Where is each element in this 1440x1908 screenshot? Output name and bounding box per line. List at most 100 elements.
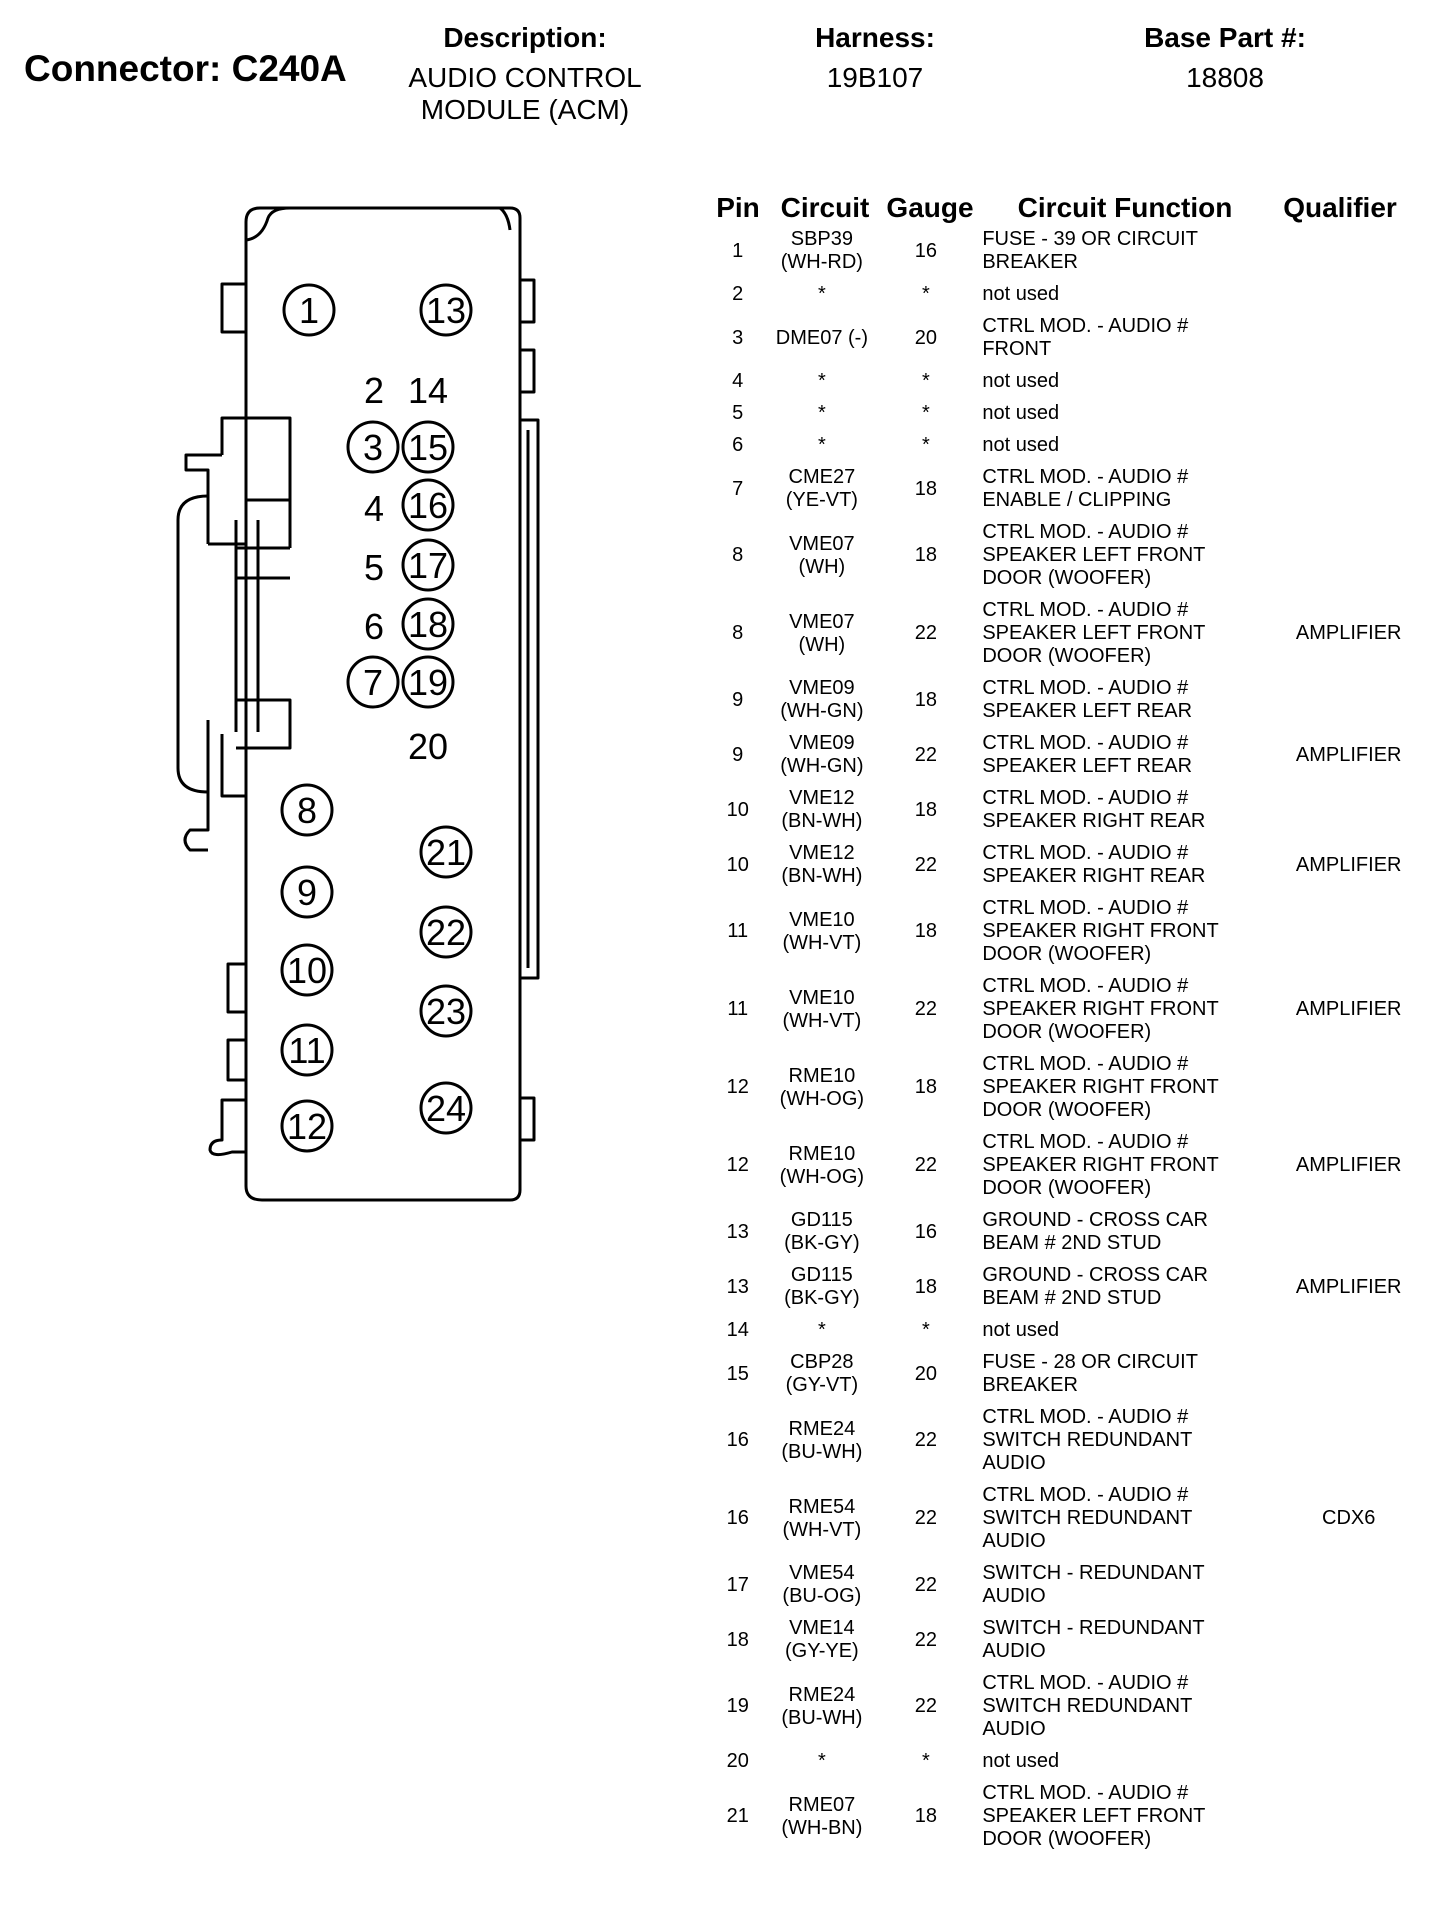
circuit-function-cell: not used (975, 283, 1279, 306)
circuit-cell-line: (BU-OG) (782, 1585, 862, 1607)
gauge-cell: 22 (914, 1628, 937, 1651)
pin-cell: 7 (732, 477, 744, 500)
pin-circle (419, 905, 473, 959)
circuit-function-cell-line: SPEAKER RIGHT FRONT (982, 1076, 1219, 1098)
pin-cell: 3 (732, 326, 744, 349)
circuit-function-cell-line: AUDIO (982, 1530, 1046, 1552)
pin-cell: 11 (727, 998, 749, 1020)
gauge-cell: * (921, 1319, 930, 1341)
pin-circle (280, 783, 334, 837)
circuit-cell-line: RME07 (788, 1793, 856, 1816)
circuit-cell-line: (WH-VT) (782, 931, 862, 954)
table-row: 2**not used (708, 283, 1418, 306)
circuit-cell-line: (BN-WH) (781, 810, 863, 832)
pin-15-cavity: 15 (401, 420, 455, 474)
table-row: 20**not used (708, 1750, 1418, 1773)
circuit-function-cell-line: CTRL MOD. - AUDIO # (982, 599, 1189, 621)
circuit-function-cell-line: CTRL MOD. - AUDIO # (982, 1782, 1189, 1804)
circuit-cell-line: (WH-OG) (779, 1087, 865, 1110)
circuit-cell-line: * (817, 402, 826, 424)
column-header-qualifier: Qualifier (1283, 192, 1397, 223)
column-header-pin: Pin (716, 192, 760, 223)
circuit-cell-line: (WH-VT) (782, 1009, 862, 1032)
pin-cell: 2 (732, 283, 744, 305)
table-row: 14**not used (708, 1319, 1418, 1342)
pin-cell: 13 (726, 1220, 749, 1243)
gauge-cell: 22 (914, 1695, 937, 1717)
connector-housing-outline (176, 206, 540, 1202)
circuit-cell: * (767, 283, 876, 306)
circuit-cell: DME07 (-) (767, 327, 876, 350)
harness-label: Harness: (815, 22, 935, 53)
circuit-cell: * (767, 402, 876, 425)
circuit-function-cell: CTRL MOD. - AUDIO #ENABLE / CLIPPING (975, 466, 1279, 512)
circuit-cell-line: VME07 (789, 610, 855, 633)
pin-cell: 16 (726, 1507, 749, 1529)
circuit-cell-line: (WH-BN) (781, 1816, 863, 1839)
circuit-function-cell-line: CTRL MOD. - AUDIO # (982, 1484, 1189, 1506)
circuit-function-cell-line: FUSE - 39 OR CIRCUIT (982, 228, 1198, 250)
pin-number-label: 12 (287, 1106, 327, 1147)
circuit-cell-line: GD115 (790, 1264, 853, 1286)
pin-circle (401, 538, 455, 592)
circuit-function-cell-line: AUDIO (982, 1640, 1046, 1662)
pin-cell: 1 (732, 239, 744, 262)
gauge-cell: 22 (914, 853, 937, 876)
circuit-cell-line: VME09 (789, 677, 855, 699)
circuit-cell-line: (BU-WH) (781, 1440, 863, 1463)
pin-circle (280, 865, 334, 919)
circuit-function-cell-line: CTRL MOD. - AUDIO # (982, 315, 1189, 337)
pin-number-label: 9 (297, 872, 317, 913)
pin-circle (280, 1099, 334, 1153)
circuit-cell-line: (GY-YE) (785, 1640, 859, 1662)
circuit-cell-line: (WH) (798, 555, 846, 578)
pin-cell: 16 (726, 1429, 749, 1451)
gauge-cell: 18 (914, 1805, 937, 1827)
pin-2-label: 2 (364, 370, 384, 411)
circuit-cell-line: (WH-OG) (779, 1165, 865, 1188)
description-label: Description: (443, 22, 607, 53)
circuit-cell: RME07(WH-BN) (767, 1794, 876, 1840)
circuit-cell-line: (BK-GY) (784, 1232, 860, 1254)
circuit-function-cell-line: CTRL MOD. - AUDIO # (982, 1131, 1189, 1153)
circuit-function-cell-line: CTRL MOD. - AUDIO # (982, 732, 1189, 754)
pin-number-label: 19 (408, 662, 448, 703)
circuit-function-cell-line: not used (982, 1319, 1060, 1341)
circuit-cell-line: VME12 (789, 842, 855, 864)
circuit-function-cell-line: not used (982, 434, 1060, 456)
circuit-cell: RME24(BU-WH) (767, 1418, 876, 1464)
pin-14-label: 14 (408, 370, 448, 411)
pin-number-label: 24 (426, 1088, 466, 1129)
circuit-cell-line: VME10 (789, 986, 855, 1009)
circuit-function-cell-line: GROUND - CROSS CAR (982, 1209, 1208, 1231)
pin-19-cavity: 19 (401, 655, 455, 709)
pin-cell: 6 (732, 434, 744, 456)
pin-18-cavity: 18 (401, 597, 455, 651)
circuit-cell-line: VME12 (789, 787, 855, 809)
gauge-cell: 18 (914, 1076, 937, 1098)
circuit-cell-line: CME27 (788, 466, 856, 488)
pin-cell: 19 (726, 1695, 749, 1717)
pin-13-cavity: 13 (419, 283, 473, 337)
circuit-function-cell-line: DOOR (WOOFER) (982, 943, 1152, 965)
circuit-cell-line: (WH-VT) (782, 1518, 862, 1541)
pin-circle (282, 283, 336, 337)
column-header-circuit: Circuit (780, 192, 870, 223)
circuit-function-cell-line: not used (982, 370, 1060, 392)
circuit-function-cell-line: BEAM # 2ND STUD (982, 1232, 1162, 1254)
gauge-cell: * (921, 434, 930, 456)
table-row: 6**not used (708, 434, 1418, 457)
pin-cell: 12 (726, 1154, 749, 1176)
